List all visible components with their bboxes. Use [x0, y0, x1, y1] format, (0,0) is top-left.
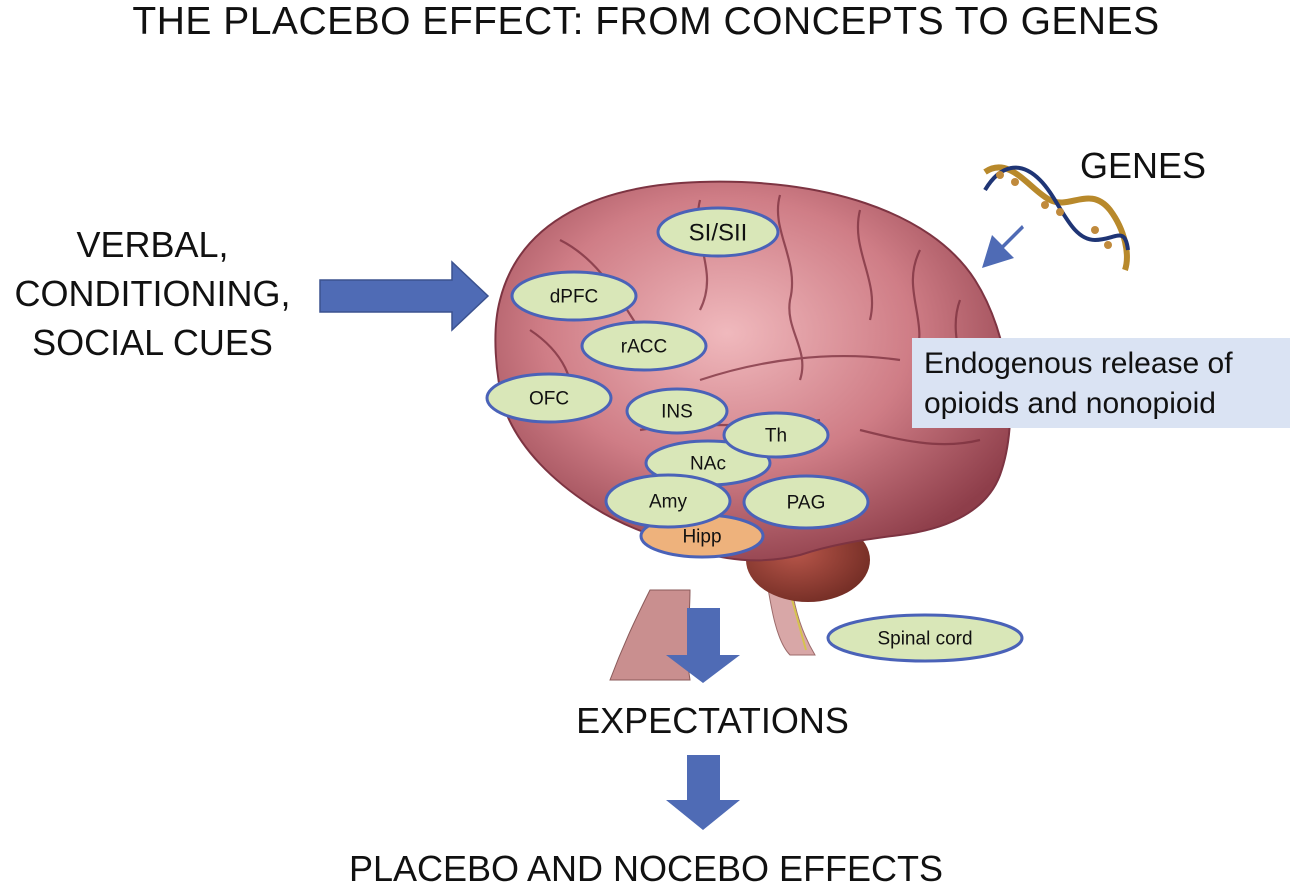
region-ellipse [722, 411, 830, 459]
expectations-label: EXPECTATIONS [576, 700, 849, 741]
endogenous-line: opioids and nonopioid [924, 387, 1216, 420]
region-ofc: OFC [485, 372, 613, 424]
region-label: Th [765, 426, 787, 447]
region-label: Amy [649, 492, 688, 513]
diagram-title: THE PLACEBO EFFECT: FROM CONCEPTS TO GEN… [132, 0, 1160, 43]
region-ellipse [625, 387, 729, 435]
region-label: NAc [690, 454, 726, 475]
region-label: rACC [621, 337, 667, 358]
region-pag: PAG [742, 474, 870, 530]
input-cues-label: VERBAL, CONDITIONING, SOCIAL CUES [0, 220, 305, 367]
region-spinal-cord: Spinal cord [826, 613, 1024, 663]
cue-line: VERBAL, [76, 224, 229, 265]
region-ellipse [510, 270, 638, 322]
region-ellipse [485, 372, 613, 424]
endogenous-release-box: Endogenous release of opioids and nonopi… [912, 338, 1290, 428]
region-label: dPFC [550, 287, 599, 308]
brainstem [609, 589, 691, 681]
expectations-arrow [666, 608, 740, 683]
region-ellipse [656, 206, 780, 258]
cerebrum [494, 180, 1012, 562]
cue-line: CONDITIONING, [14, 273, 291, 314]
region-label: INS [661, 402, 693, 423]
outcome-label: PLACEBO AND NOCEBO EFFECTS [348, 848, 944, 889]
region-th: Th [722, 411, 830, 459]
genes-label: GENES [1080, 145, 1207, 186]
region-ellipse [604, 473, 732, 529]
genes-arrow [982, 225, 1024, 268]
region-ins: INS [625, 387, 729, 435]
region-label: Hipp [682, 527, 721, 548]
region-ellipse [580, 320, 708, 372]
region-ellipse [826, 613, 1024, 663]
region-si-sii: SI/SII [656, 206, 780, 258]
region-amy: Amy [604, 473, 732, 529]
endogenous-line: Endogenous release of [924, 347, 1233, 380]
outcome-arrow [666, 755, 740, 830]
region-label: PAG [787, 493, 826, 514]
dna-helix-icon [983, 164, 1130, 271]
region-hipp: Hipp [639, 513, 765, 559]
region-dpfc: dPFC [510, 270, 638, 322]
region-ellipse [742, 474, 870, 530]
region-label: OFC [529, 389, 569, 410]
cue-line: SOCIAL CUES [32, 322, 273, 363]
region-label: Spinal cord [877, 629, 972, 650]
region-racc: rACC [580, 320, 708, 372]
input-arrow [319, 260, 490, 332]
region-label: SI/SII [689, 219, 748, 246]
